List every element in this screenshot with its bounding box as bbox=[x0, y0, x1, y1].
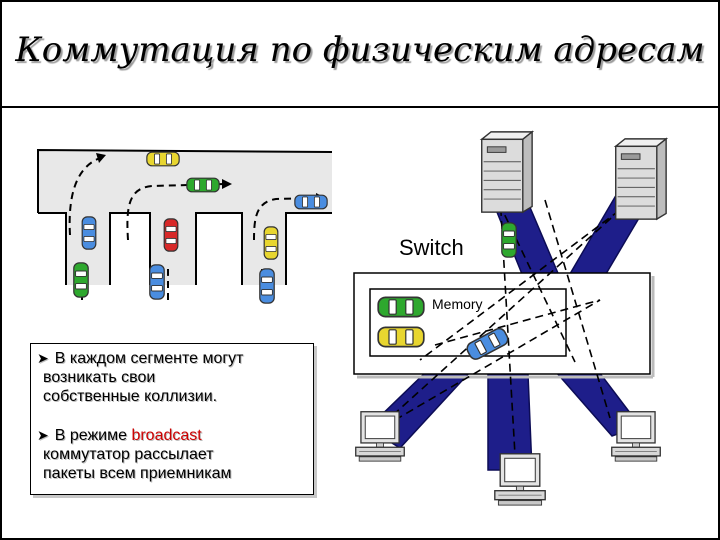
switch-box bbox=[353, 272, 655, 379]
computer-icon bbox=[494, 453, 546, 506]
yellow-car-icon bbox=[377, 326, 425, 348]
blue-car-icon bbox=[149, 264, 165, 300]
blue-car-icon bbox=[259, 268, 275, 304]
title-bar bbox=[0, 0, 720, 108]
page-title: Коммутация по физическим адресам bbox=[15, 30, 705, 70]
yellow-car-icon bbox=[146, 151, 180, 167]
bullet-item: ➤В каждом сегменте могут возникать свои … bbox=[37, 350, 244, 405]
computer-icon bbox=[610, 410, 662, 462]
server-icon bbox=[481, 131, 533, 213]
bullet-arrow-icon: ➤ bbox=[37, 427, 49, 443]
green-car-icon bbox=[73, 262, 89, 298]
green-car-icon bbox=[377, 296, 425, 318]
bullet-list: ➤В каждом сегменте могут возникать свои … bbox=[30, 343, 314, 495]
green-car-icon bbox=[186, 177, 220, 193]
road-analogy bbox=[37, 148, 333, 304]
blue-car-icon bbox=[294, 194, 328, 210]
bullet-item: ➤В режиме broadcast коммутатор рассылает… bbox=[37, 427, 232, 482]
content-frame bbox=[0, 106, 720, 540]
bullet-arrow-icon: ➤ bbox=[37, 350, 49, 366]
yellow-car-icon bbox=[263, 226, 279, 260]
memory-label: Memory bbox=[432, 296, 483, 312]
red-car-icon bbox=[163, 218, 179, 252]
server-icon bbox=[614, 138, 667, 220]
switch-label: Switch bbox=[399, 235, 464, 260]
computer-icon bbox=[354, 410, 406, 462]
broadcast-highlight: broadcast bbox=[131, 427, 202, 444]
green-car-icon bbox=[501, 222, 517, 258]
blue-car-icon bbox=[81, 216, 97, 250]
